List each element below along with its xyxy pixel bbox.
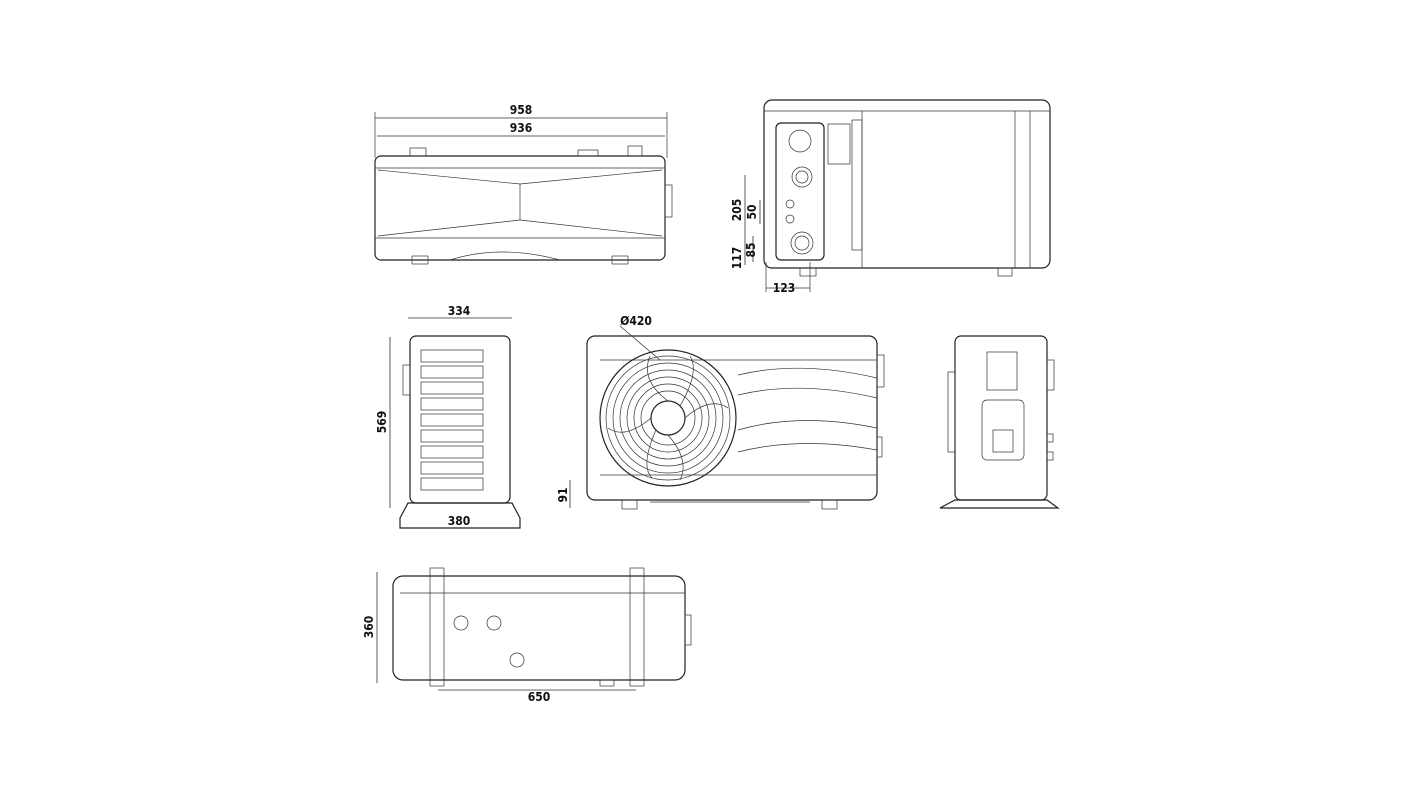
dimension-label-85: 85 (744, 242, 758, 257)
dimension-label-936: 936 (510, 121, 533, 135)
bottom-body-outline (392, 575, 686, 681)
dimension-label-360: 360 (362, 616, 376, 639)
dimension-label-117: 117 (730, 247, 744, 270)
side-body-outline (763, 99, 1051, 269)
dimension-label-123: 123 (773, 281, 796, 295)
side-view: 205 50 117 85 123 (730, 99, 1051, 295)
dimension-label-205: 205 (730, 199, 744, 222)
top-view: 958 936 (374, 103, 673, 265)
leader-line (619, 325, 661, 361)
left-base (399, 502, 521, 529)
dimension-label-380: 380 (448, 514, 471, 528)
dimension-label-91: 91 (556, 487, 570, 502)
fan-hub (650, 400, 686, 436)
dimension-label-958: 958 (510, 103, 533, 117)
bracket-left (429, 567, 445, 687)
bottom-view: 360 650 (362, 567, 692, 704)
dimension-label-650: 650 (528, 690, 551, 704)
front-view: Ø420 91 (556, 314, 885, 510)
dimension-label-569: 569 (375, 411, 389, 434)
right-view (939, 335, 1060, 509)
bracket-right (629, 567, 645, 687)
connection-panel (775, 122, 825, 261)
fan-ring (599, 349, 737, 487)
dimension-label-50: 50 (745, 204, 759, 219)
dimension-label-334: 334 (448, 304, 471, 318)
left-view: 334 569 380 (375, 304, 521, 529)
right-body-outline (954, 335, 1048, 501)
louvers (420, 349, 484, 491)
front-body-outline (586, 335, 878, 501)
right-base (939, 499, 1060, 509)
dimension-label-fan-diameter: Ø420 (620, 314, 652, 328)
